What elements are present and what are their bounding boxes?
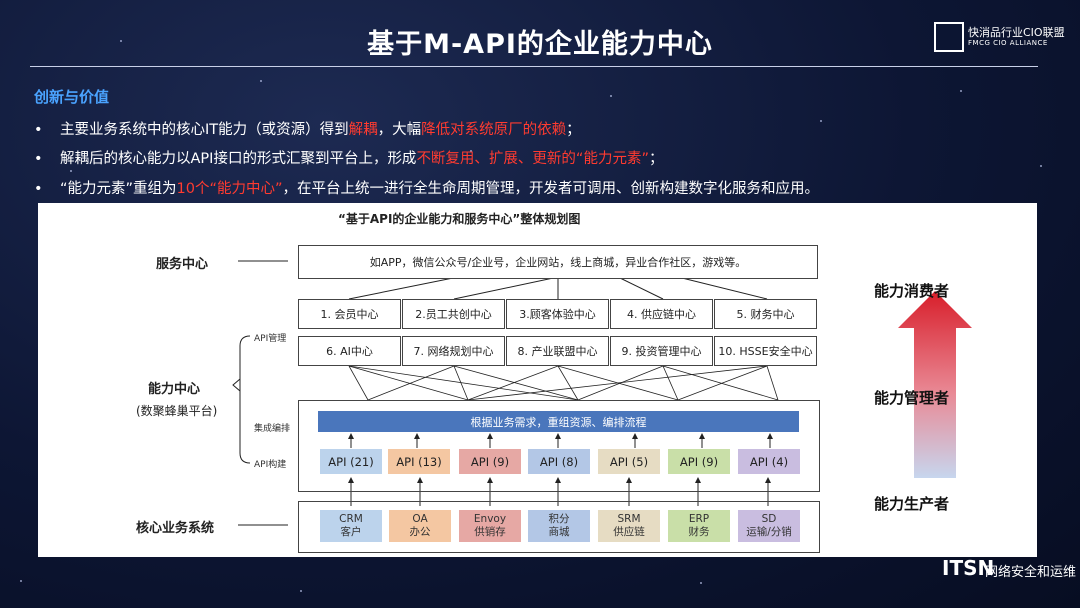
highlight-text: 不断复用、扩展、更新的“能力元素” bbox=[416, 151, 649, 167]
highlight-text: 解耦 bbox=[348, 122, 378, 138]
cube-icon bbox=[934, 22, 964, 52]
bullet-text: ； bbox=[566, 122, 581, 138]
center-box: 6. AI中心 bbox=[298, 336, 401, 366]
center-box: 2.员工共创中心 bbox=[402, 299, 505, 329]
api-block: API (13) bbox=[388, 449, 450, 474]
bullet-text: 主要业务系统中的核心IT能力（或资源）得到 bbox=[60, 122, 349, 138]
slide-title: 基于M-API的企业能力中心 bbox=[367, 29, 713, 60]
bullet-dot: • bbox=[34, 181, 43, 197]
manager-label: 能力管理者 bbox=[874, 389, 950, 407]
center-box: 7. 网络规划中心 bbox=[402, 336, 505, 366]
logo-text-cn: 快消品行业CIO联盟 bbox=[968, 26, 1065, 39]
api-block: API (5) bbox=[598, 449, 660, 474]
api-block: API (21) bbox=[320, 449, 382, 474]
highlight-text: 降低对系统原厂的依赖 bbox=[421, 122, 567, 138]
core-systems-label: 核心业务系统 bbox=[136, 521, 215, 536]
center-box: 10. HSSE安全中心 bbox=[714, 336, 817, 366]
consumer-label: 能力消费者 bbox=[874, 282, 950, 300]
highlight-text: 10个“能力中心” bbox=[176, 181, 283, 197]
bullet-text: “能力元素”重组为 bbox=[60, 181, 177, 197]
bullet-dot: • bbox=[34, 151, 43, 167]
service-box: 如APP，微信公众号/企业号，企业网站，线上商城，异业合作社区，游戏等。 bbox=[298, 245, 818, 279]
diagram-connectors bbox=[232, 260, 972, 526]
core-systems-box bbox=[298, 501, 820, 553]
producer-label: 能力生产者 bbox=[874, 495, 950, 513]
up-arrow-icon bbox=[898, 291, 972, 478]
center-box: 8. 产业联盟中心 bbox=[506, 336, 609, 366]
api-management-label: API管理 bbox=[254, 334, 287, 344]
service-center-label: 服务中心 bbox=[156, 257, 209, 272]
bullet-3: • “能力元素”重组为10个“能力中心”，在平台上统一进行全生命周期管理，开发者可… bbox=[34, 177, 819, 198]
diagram-title: “基于API的企业能力和服务中心”整体规划图 bbox=[338, 212, 581, 226]
bullet-2: • 解耦后的核心能力以API接口的形式汇聚到平台上，形成不断复用、扩展、更新的“能… bbox=[34, 147, 663, 168]
integration-box bbox=[298, 400, 820, 492]
orchestration-bar: 根据业务需求，重组资源、编排流程 bbox=[318, 411, 799, 432]
logo-text-en: FMCG CIO ALLIANCE bbox=[968, 39, 1048, 47]
center-box: 1. 会员中心 bbox=[298, 299, 401, 329]
api-block: API (8) bbox=[528, 449, 590, 474]
api-block: API (4) bbox=[738, 449, 800, 474]
center-box: 4. 供应链中心 bbox=[610, 299, 713, 329]
capability-center-label: 能力中心 bbox=[148, 382, 201, 397]
alliance-logo: 快消品行业CIO联盟 FMCG CIO ALLIANCE bbox=[934, 22, 1074, 52]
capability-subtitle: (数聚蜂巢平台) bbox=[136, 404, 218, 418]
integration-label: 集成编排 bbox=[254, 424, 291, 434]
center-box: 3.顾客体验中心 bbox=[506, 299, 609, 329]
bullet-text: ； bbox=[648, 151, 664, 167]
system-block: 积分商城 bbox=[528, 510, 590, 542]
bullet-text: ，大幅 bbox=[377, 122, 422, 138]
section-heading: 创新与价值 bbox=[34, 88, 110, 106]
bullet-1: • 主要业务系统中的核心IT能力（或资源）得到解耦，大幅降低对系统原厂的依赖； bbox=[34, 118, 581, 139]
api-block: API (9) bbox=[668, 449, 730, 474]
api-block: API (9) bbox=[459, 449, 521, 474]
center-box: 5. 财务中心 bbox=[714, 299, 817, 329]
watermark-text: 网络安全和运维 bbox=[985, 565, 1077, 580]
watermark-brand: ITSN bbox=[942, 556, 995, 580]
architecture-diagram: “基于API的企业能力和服务中心”整体规划图 bbox=[38, 203, 1037, 557]
title-divider bbox=[30, 66, 1038, 67]
bullet-text: ，在平台上统一进行全生命周期管理，开发者可调用、创新构建数字化服务和应用。 bbox=[282, 181, 820, 197]
bullet-dot: • bbox=[34, 122, 43, 138]
bullet-text: 解耦后的核心能力以API接口的形式汇聚到平台上，形成 bbox=[60, 151, 417, 167]
api-build-label: API构建 bbox=[254, 460, 287, 470]
center-box: 9. 投资管理中心 bbox=[610, 336, 713, 366]
